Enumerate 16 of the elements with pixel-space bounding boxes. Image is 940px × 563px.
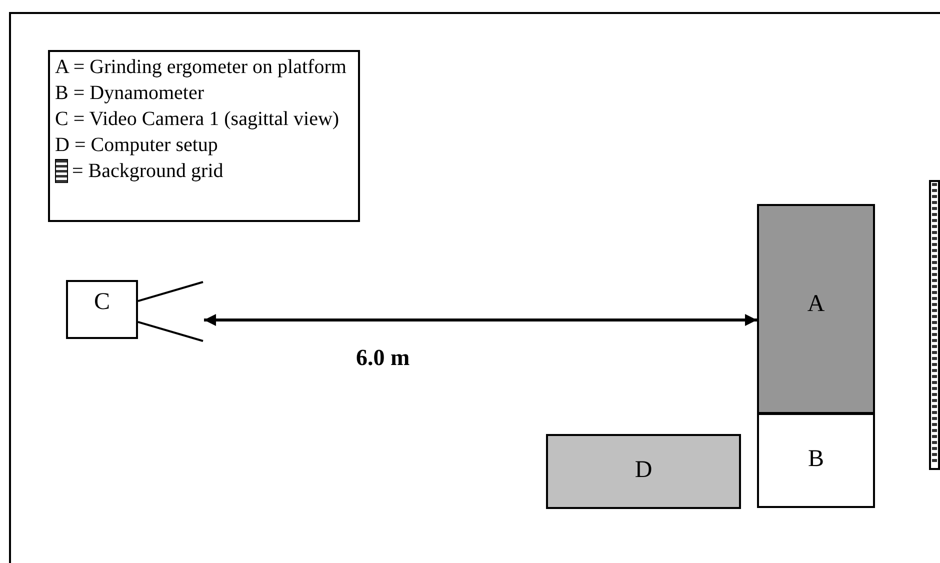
node-letter: C — [94, 288, 110, 317]
dynamometer-box — [757, 413, 875, 508]
legend-text: B = Dynamometer — [55, 81, 204, 105]
legend-text: = Background grid — [72, 159, 224, 183]
background-grid — [929, 180, 940, 470]
computer-box — [546, 434, 741, 509]
camera-box — [66, 280, 138, 339]
node-letter: D — [634, 456, 652, 485]
legend-text: A = Grinding ergometer on platform — [55, 55, 346, 79]
node-letter: A — [807, 290, 825, 319]
edge-label: 6.0 m — [356, 344, 410, 372]
legend-text: C = Video Camera 1 (sagittal view) — [55, 107, 340, 131]
double-arrow — [204, 314, 757, 326]
legend-text: D = Computer setup — [55, 133, 218, 157]
ergometer-box — [757, 204, 875, 414]
node-letter: B — [808, 445, 824, 474]
